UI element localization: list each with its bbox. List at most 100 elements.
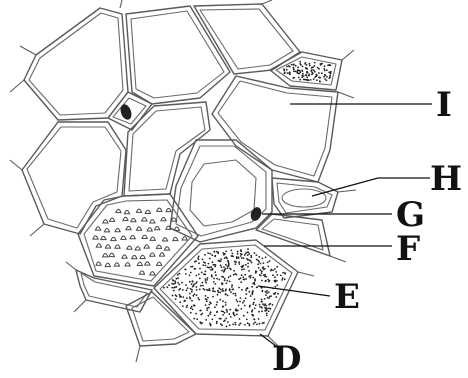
stipple-dot xyxy=(274,276,276,279)
stipple-dot xyxy=(268,303,271,306)
stipple-dot xyxy=(274,279,277,282)
stipple-dot xyxy=(297,76,300,79)
stipple-dot xyxy=(171,279,174,281)
stipple-dot xyxy=(234,260,237,263)
stipple-dot xyxy=(184,268,187,271)
stipple-dot xyxy=(317,72,320,74)
stipple-dot xyxy=(252,303,255,306)
stipple-dot xyxy=(209,323,212,326)
stipple-dot xyxy=(237,304,240,307)
stipple-dot xyxy=(178,283,181,286)
stipple-dot xyxy=(239,252,242,255)
stipple-dot xyxy=(235,256,238,258)
stipple-dot xyxy=(246,251,248,254)
stipple-dot xyxy=(216,293,219,296)
stipple-dot xyxy=(204,273,207,276)
stipple-dot xyxy=(236,250,239,253)
stipple-dot xyxy=(305,74,307,77)
stipple-dot xyxy=(217,252,220,255)
stipple-dot xyxy=(320,72,323,75)
stipple-dot xyxy=(249,276,252,279)
stipple-dot xyxy=(226,257,229,260)
pit-mark xyxy=(143,261,151,266)
stipple-dot xyxy=(315,75,318,78)
stipple-dot xyxy=(224,304,227,306)
stipple-dot xyxy=(191,308,194,311)
stipple-dot xyxy=(252,314,255,316)
stipple-dot xyxy=(181,305,184,308)
stipple-dot xyxy=(221,283,224,286)
stipple-small-cell xyxy=(283,60,332,83)
stipple-dot xyxy=(240,281,243,284)
stipple-dot xyxy=(271,304,274,306)
stipple-dot xyxy=(202,284,204,287)
stipple-dot xyxy=(227,263,230,266)
pit-mark xyxy=(102,219,109,224)
stipple-dot xyxy=(190,283,193,285)
stipple-dot xyxy=(243,300,246,302)
pit-mark xyxy=(122,216,129,222)
stipple-dot xyxy=(256,323,258,326)
stipple-dot xyxy=(302,72,304,75)
stipple-dot xyxy=(206,307,209,310)
stipple-dot xyxy=(177,281,180,284)
stipple-dot xyxy=(219,298,222,301)
stipple-dot xyxy=(226,259,229,262)
stipple-dot xyxy=(259,305,261,308)
label-g: G xyxy=(396,195,425,235)
stipple-dot xyxy=(201,281,204,284)
pit-mark xyxy=(149,271,156,276)
stipple-dot xyxy=(255,254,258,256)
stipple-dot xyxy=(186,287,189,289)
pit-mark xyxy=(158,252,166,257)
stipple-dot xyxy=(238,318,241,320)
stipple-dot xyxy=(234,309,237,312)
stipple-dot xyxy=(264,273,267,276)
stipple-dot xyxy=(212,281,215,283)
stipple-dot xyxy=(264,290,267,293)
pit-mark xyxy=(94,226,102,231)
stipple-dot xyxy=(214,271,217,273)
pit-mark xyxy=(149,219,156,224)
stipple-dot xyxy=(301,69,304,72)
stipple-dot xyxy=(252,322,255,325)
stipple-dot xyxy=(196,318,199,321)
stipple-dot xyxy=(243,254,246,256)
pit-mark xyxy=(144,209,152,214)
stipple-dot xyxy=(197,257,200,259)
pit-mark xyxy=(161,237,169,242)
stipple-dot xyxy=(261,267,264,269)
stipple-dot xyxy=(240,308,243,310)
stipple-dot xyxy=(258,260,260,263)
stipple-dot xyxy=(207,289,210,292)
stipple-dot xyxy=(269,307,272,310)
stipple-dot xyxy=(238,278,241,281)
stipple-dot xyxy=(292,66,295,69)
stipple-dot xyxy=(214,255,217,258)
stipple-dot xyxy=(223,266,225,268)
stipple-dot xyxy=(195,274,198,277)
stipple-dot xyxy=(312,66,314,69)
stipple-dot xyxy=(205,298,208,301)
stipple-dot xyxy=(260,300,263,303)
stipple-dot xyxy=(265,275,268,278)
pit-mark xyxy=(125,225,132,231)
stipple-dot xyxy=(261,310,263,313)
stipple-dot xyxy=(293,70,295,73)
stipple-dot xyxy=(234,321,237,324)
stipple-dot xyxy=(211,261,214,264)
stipple-dot xyxy=(222,305,225,308)
stipple-dot xyxy=(204,278,207,280)
stipple-dot xyxy=(236,253,239,255)
stipple-dot xyxy=(168,284,170,286)
stipple-dot xyxy=(227,276,230,279)
stipple-dot xyxy=(246,311,249,314)
stipple-dot xyxy=(210,266,213,268)
stipple-dot xyxy=(211,254,214,257)
stipple-cell-e xyxy=(162,248,287,328)
stipple-dot xyxy=(242,257,245,260)
stipple-dot xyxy=(239,297,242,299)
pit-mark xyxy=(155,261,163,266)
stipple-dot xyxy=(205,319,208,321)
stipple-dot xyxy=(191,285,194,288)
